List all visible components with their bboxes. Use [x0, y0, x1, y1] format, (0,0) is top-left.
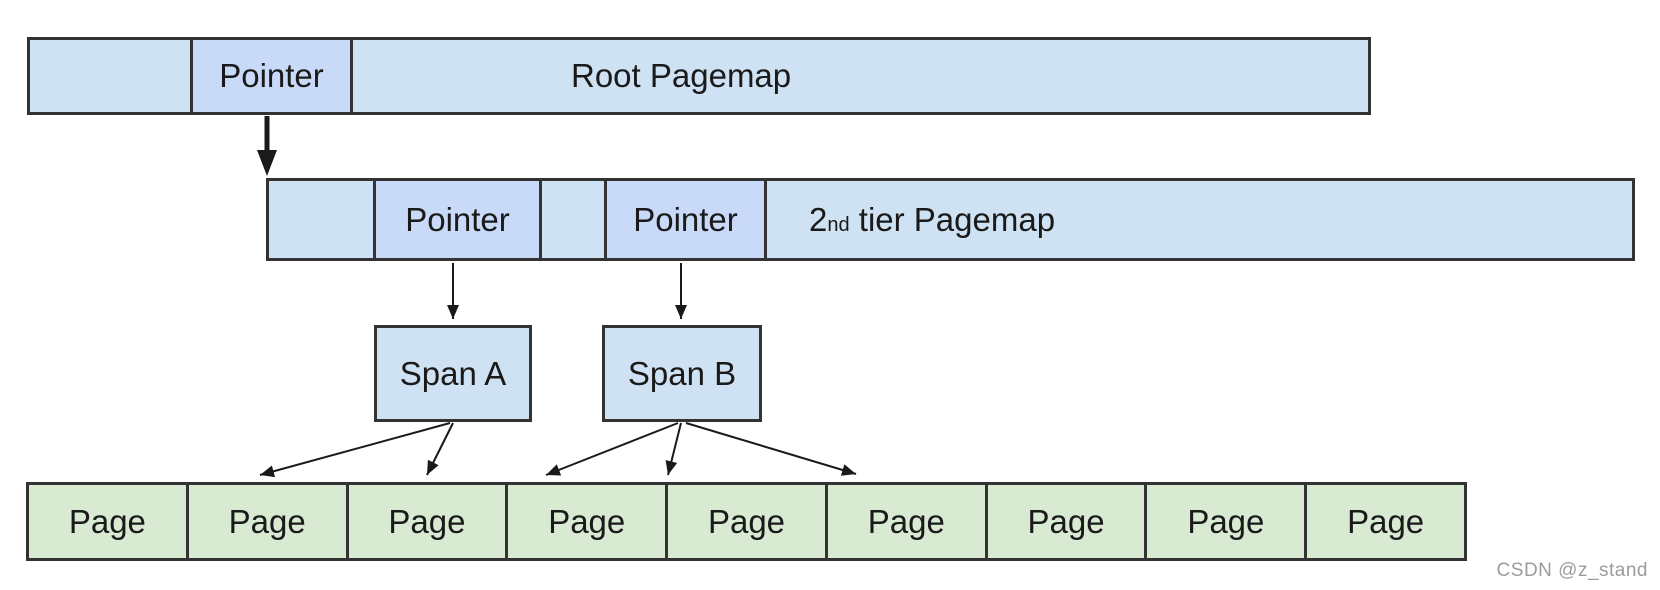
tier2-pointer2-label: Pointer [633, 200, 738, 238]
page-row: Page Page Page Page Page Page Page Page … [26, 482, 1467, 561]
page-cell: Page [824, 485, 985, 558]
arrow-root-to-tier2-head [257, 150, 277, 176]
span-a-label: Span A [399, 354, 507, 392]
arrow-span-b-to-page-5 [665, 422, 682, 476]
page-label: Page [68, 502, 146, 540]
page-label: Page [867, 502, 945, 540]
page-cell: Page [984, 485, 1145, 558]
page-cell: Page [185, 485, 346, 558]
tier2-title-rest: tier Pagemap [849, 200, 1056, 238]
page-cell: Page [1144, 485, 1305, 558]
page-cell: Page [29, 485, 186, 558]
arrow-span-b-to-page-4 [545, 422, 679, 476]
arrow-span-a-to-page-3 [426, 422, 454, 476]
page-cell: Page [665, 485, 825, 558]
page-label: Page [1187, 502, 1265, 540]
page-label: Page [707, 502, 786, 540]
root-pagemap-row: Pointer Root Pagemap [27, 37, 1371, 115]
arrow-span-a-to-page-2 [259, 422, 451, 478]
page-label: Page [548, 502, 626, 540]
span-b-box: Span B [602, 325, 762, 422]
page-label: Page [1027, 502, 1105, 540]
page-label: Page [1347, 502, 1425, 540]
root-pointer-cell: Pointer [190, 40, 350, 112]
root-pointer-label: Pointer [219, 57, 324, 94]
csdn-watermark: CSDN @z_stand [1496, 560, 1648, 581]
root-pagemap-cell: Root Pagemap [350, 40, 1368, 112]
tier2-pagemap-cell: 2nd tier Pagemap [764, 181, 1632, 258]
tier2-pagemap-title: 2nd tier Pagemap [809, 201, 1055, 239]
arrow-span-b-to-page-6 [685, 422, 857, 476]
span-a-box: Span A [374, 325, 532, 422]
tier2-pointer1-label: Pointer [405, 200, 510, 238]
tier2-title-superscript: nd [827, 213, 850, 236]
page-cell: Page [345, 485, 506, 558]
root-empty-cell [30, 40, 190, 112]
tier2-empty-cell-1 [269, 181, 373, 258]
page-label: Page [388, 502, 466, 540]
span-b-label: Span B [627, 354, 737, 392]
root-pagemap-title: Root Pagemap [571, 57, 792, 94]
tier2-empty-cell-2 [539, 181, 604, 258]
page-cell: Page [505, 485, 666, 558]
tier2-title-base: 2 [809, 200, 828, 238]
tier2-pointer-cell-2: Pointer [604, 181, 764, 258]
page-cell: Page [1304, 485, 1465, 558]
tier2-pointer-cell-1: Pointer [373, 181, 539, 258]
page-label: Page [228, 502, 306, 540]
tier2-pagemap-row: Pointer Pointer 2nd tier Pagemap [266, 178, 1635, 261]
